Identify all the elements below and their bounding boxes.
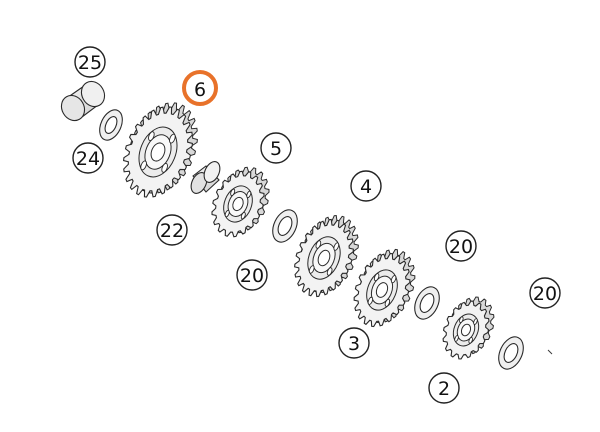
callout-4-label: 4 [360,176,372,198]
callout-25: 25 [74,46,106,78]
callout-3: 3 [338,327,370,359]
callout-20-b-label: 20 [449,236,473,258]
part-3-gear [353,248,416,328]
callout-6: 6 [182,70,218,106]
callout-5: 5 [260,132,292,164]
part-6-gear [123,102,198,198]
callout-5-label: 5 [270,138,282,160]
callout-20-b: 20 [445,230,477,262]
callout-20-a-label: 20 [240,265,264,287]
callout-6-label: 6 [194,79,206,101]
callout-3-label: 3 [348,333,360,355]
callout-24-label: 24 [76,148,100,170]
callout-2: 2 [428,372,460,404]
part-20-washer-a [272,209,298,243]
part-22-needle-bearing [190,161,221,194]
part-4-gear [294,214,359,298]
callout-24: 24 [72,142,104,174]
callout-22: 22 [156,214,188,246]
leader-lines [547,349,553,355]
callout-20-a: 20 [236,259,268,291]
callout-25-label: 25 [78,52,102,74]
callout-22-label: 22 [160,220,184,242]
part-20-washer-c [498,336,524,370]
callout-20-c-label: 20 [533,283,557,305]
part-24-washer [99,109,123,141]
part-25-bearing [60,80,106,122]
part-20-washer-b [414,286,440,320]
callout-4: 4 [350,170,382,202]
part-5-gear [211,166,270,238]
part-2-gear [442,296,495,360]
callout-2-label: 2 [438,378,450,400]
callout-20-c: 20 [529,277,561,309]
